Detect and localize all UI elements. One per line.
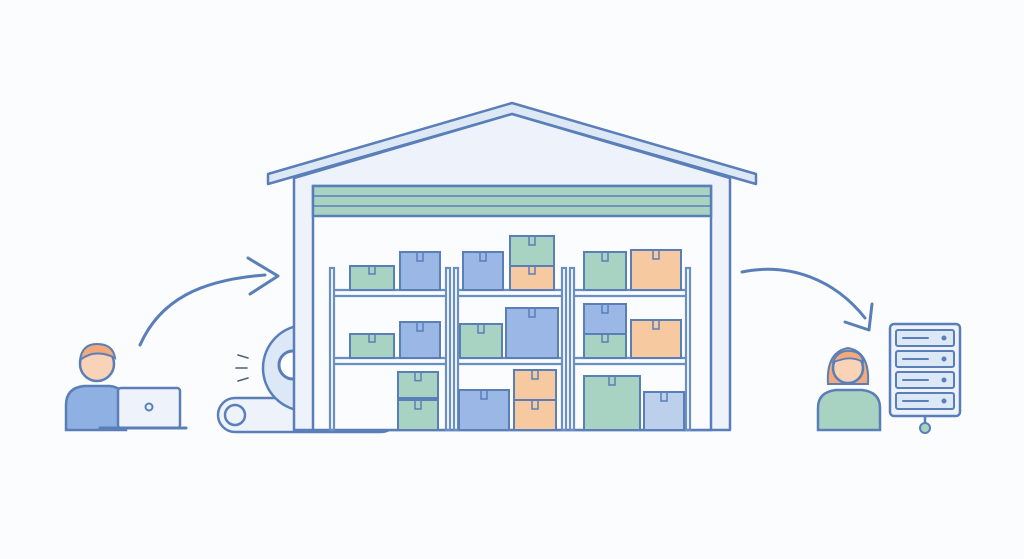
- server-unit-icon: [895, 371, 955, 389]
- box-icon: [513, 369, 557, 401]
- warehouse-icon: [266, 101, 758, 432]
- server-rack-icon: [888, 322, 962, 434]
- box-icon: [509, 265, 555, 291]
- box-icon: [458, 389, 510, 431]
- server-unit-icon: [895, 392, 955, 410]
- box-icon: [630, 319, 682, 359]
- server-unit-icon: [895, 350, 955, 368]
- box-icon: [583, 303, 627, 335]
- box-icon: [513, 399, 557, 431]
- box-icon: [349, 333, 395, 359]
- box-icon: [399, 321, 441, 359]
- box-icon: [583, 375, 641, 431]
- inventory-boxes: [349, 235, 685, 431]
- server-unit-icon: [895, 329, 955, 347]
- outbound-arrow-icon: [740, 267, 874, 332]
- person-with-laptop-icon: [64, 342, 188, 432]
- rolling-door-icon: [311, 184, 713, 218]
- box-icon: [509, 235, 555, 267]
- box-icon: [397, 399, 439, 431]
- box-icon: [583, 251, 627, 291]
- inbound-arrow-icon: [138, 256, 280, 347]
- box-icon: [459, 323, 503, 359]
- server-units: [895, 329, 955, 410]
- box-icon: [397, 371, 439, 399]
- box-icon: [630, 249, 682, 291]
- person-icon: [816, 346, 882, 432]
- box-icon: [399, 251, 441, 291]
- box-icon: [643, 391, 685, 431]
- box-icon: [462, 251, 504, 291]
- box-icon: [349, 265, 395, 291]
- box-icon: [505, 307, 559, 359]
- box-icon: [583, 333, 627, 359]
